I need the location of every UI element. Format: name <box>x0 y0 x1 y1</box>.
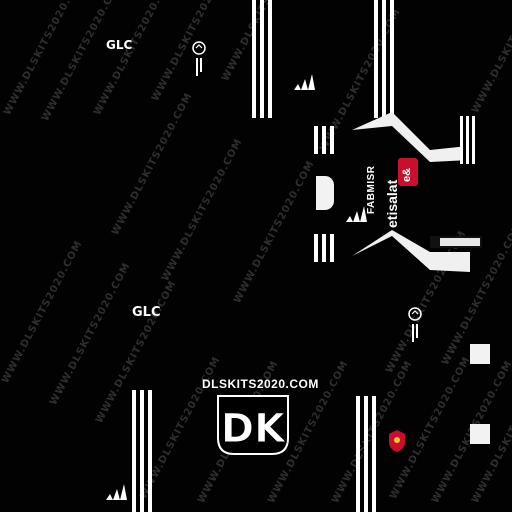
sock-patch <box>470 344 490 364</box>
adidas-logo-icon <box>106 484 127 500</box>
collar-stripe <box>314 234 318 262</box>
dk-monogram-text: DK <box>221 406 287 452</box>
shoulder-stripe <box>374 0 378 118</box>
neck-tag <box>316 176 334 210</box>
shorts-stripe <box>148 390 152 512</box>
collar-stripe <box>314 126 318 154</box>
main-sponsor-mark: e& <box>398 158 418 186</box>
collar-stripe <box>330 234 334 262</box>
sportswear-logo-icon <box>408 307 422 342</box>
shoulder-stripe <box>390 0 394 118</box>
shorts-sponsor-logo: GLC <box>132 305 161 320</box>
shirt-sponsor-logo: GLC <box>106 38 132 52</box>
shorts-stripe <box>132 390 136 512</box>
collar-stripe <box>322 126 326 154</box>
shoulder-stripe <box>260 0 264 118</box>
site-badge-text: DLSKITS2020.COM <box>202 377 319 391</box>
sleeve-sponsor-text: FABMISR <box>366 165 377 215</box>
collar-stripe <box>322 234 326 262</box>
club-crest-icon <box>389 430 405 452</box>
shorts-stripe <box>140 390 144 512</box>
collar-stripe <box>330 126 334 154</box>
dk-monogram-badge: DK <box>217 395 289 455</box>
glc-text: GLC <box>132 305 161 320</box>
sock-patch <box>470 424 490 444</box>
adidas-logo-icon <box>346 206 367 222</box>
shoulder-stripe <box>382 0 386 118</box>
glc-text: GLC <box>106 38 133 52</box>
sportswear-logo-icon <box>192 41 206 76</box>
shoulder-stripe <box>252 0 256 118</box>
main-sponsor-text: etisalat <box>384 179 400 228</box>
shorts-stripe <box>372 396 376 512</box>
shorts-stripe <box>364 396 368 512</box>
adidas-logo-icon <box>294 74 315 90</box>
shoulder-stripe <box>268 0 272 118</box>
main-sponsor-mark-text: e& <box>401 167 413 182</box>
shorts-stripe <box>356 396 360 512</box>
